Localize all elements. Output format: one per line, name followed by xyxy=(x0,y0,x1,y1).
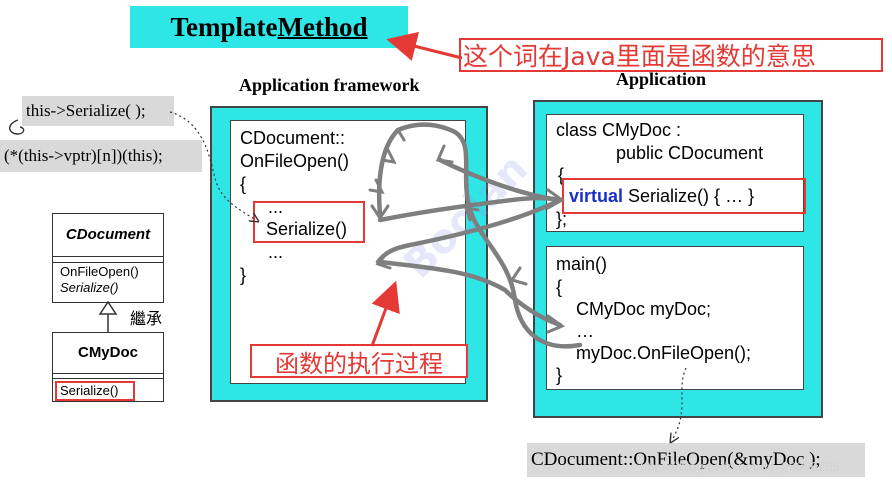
main-code-line: CMyDoc myDoc; xyxy=(576,299,712,319)
class-code-line: public CDocument xyxy=(616,143,764,163)
execution-process-annotation: 函数的执行过程 xyxy=(250,344,468,378)
uml-divider xyxy=(52,262,164,263)
main-onfileopen-call: myDoc.OnFileOpen(); xyxy=(576,343,752,363)
serialize-definition: Serialize() { … } xyxy=(623,186,755,206)
class-code-line: class CMyDoc : xyxy=(556,120,682,140)
framework-serialize-call: Serialize() xyxy=(266,219,348,239)
main-code-line: main() xyxy=(556,254,608,274)
onfileopen-call-note: CDocument::OnFileOpen(&myDoc ); xyxy=(527,443,865,477)
framework-code-line: OnFileOpen() xyxy=(240,151,350,171)
uml-base-method: Serialize() xyxy=(60,280,119,295)
vptr-call-note: (*(this->vptr)[n])(this); xyxy=(0,140,202,172)
uml-derived-class-name: CMyDoc xyxy=(52,332,164,374)
uml-inheritance-label: 繼承 xyxy=(130,309,163,328)
framework-code-line: ... xyxy=(268,197,284,217)
uml-inheritance-arrow-icon xyxy=(98,300,118,315)
footer-url: https://blog.csdn.net/qq_29996285 xyxy=(640,459,840,474)
uml-derived-method: Serialize() xyxy=(55,381,135,401)
framework-code-line: ... xyxy=(268,242,284,262)
framework-code-line: } xyxy=(240,265,247,285)
uml-base-class-box xyxy=(52,213,164,303)
uml-base-method: OnFileOpen() xyxy=(60,264,139,279)
uml-derived-class-box xyxy=(52,332,164,402)
title-method-word: Method xyxy=(277,11,368,42)
uml-base-class-name: CDocument xyxy=(52,213,164,257)
java-note-annotation: 这个词在Java里面是函数的意思 xyxy=(459,38,883,72)
uml-divider xyxy=(52,378,164,379)
virtual-serialize-line: virtual Serialize() { … } xyxy=(569,185,754,207)
framework-code-line: CDocument:: xyxy=(240,128,346,148)
main-code-line: … xyxy=(576,321,594,341)
application-title: Application xyxy=(616,69,707,89)
class-code-line: }; xyxy=(556,209,568,229)
title-text: Template xyxy=(170,11,278,42)
framework-code-line: { xyxy=(240,174,247,194)
serialize-call-note: this->Serialize( ); xyxy=(22,96,174,126)
title-banner: Template Method xyxy=(130,6,408,48)
main-function-box xyxy=(546,246,804,390)
virtual-keyword: virtual xyxy=(569,186,624,206)
framework-title: Application framework xyxy=(239,75,420,95)
main-code-line: } xyxy=(556,365,563,385)
main-code-line: { xyxy=(556,277,563,297)
